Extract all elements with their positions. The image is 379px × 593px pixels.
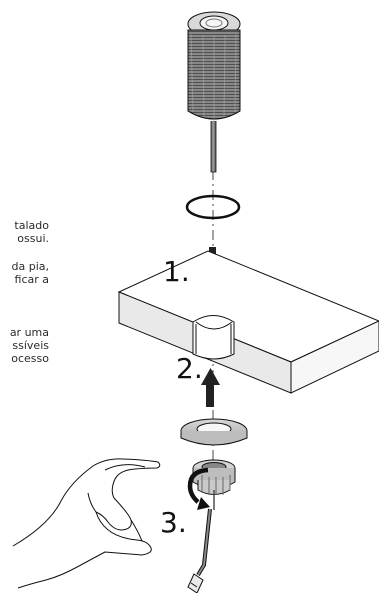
connector-cable <box>187 508 212 593</box>
step-label-2: 2. <box>176 352 203 385</box>
washer <box>180 418 248 446</box>
step-label-3: 3. <box>160 506 187 539</box>
mounting-nut <box>192 459 236 510</box>
tighten-rotation-arrow <box>187 467 210 510</box>
hand-illustration <box>12 458 161 589</box>
insert-up-arrow <box>201 368 220 407</box>
button-cap-inner <box>199 15 229 31</box>
sink-surface-slab <box>117 250 379 394</box>
step-label-1: 1. <box>163 255 190 288</box>
slab-right-face <box>290 320 379 394</box>
button-cable <box>210 121 217 173</box>
threaded-push-button <box>187 11 241 173</box>
o-ring <box>185 194 241 220</box>
